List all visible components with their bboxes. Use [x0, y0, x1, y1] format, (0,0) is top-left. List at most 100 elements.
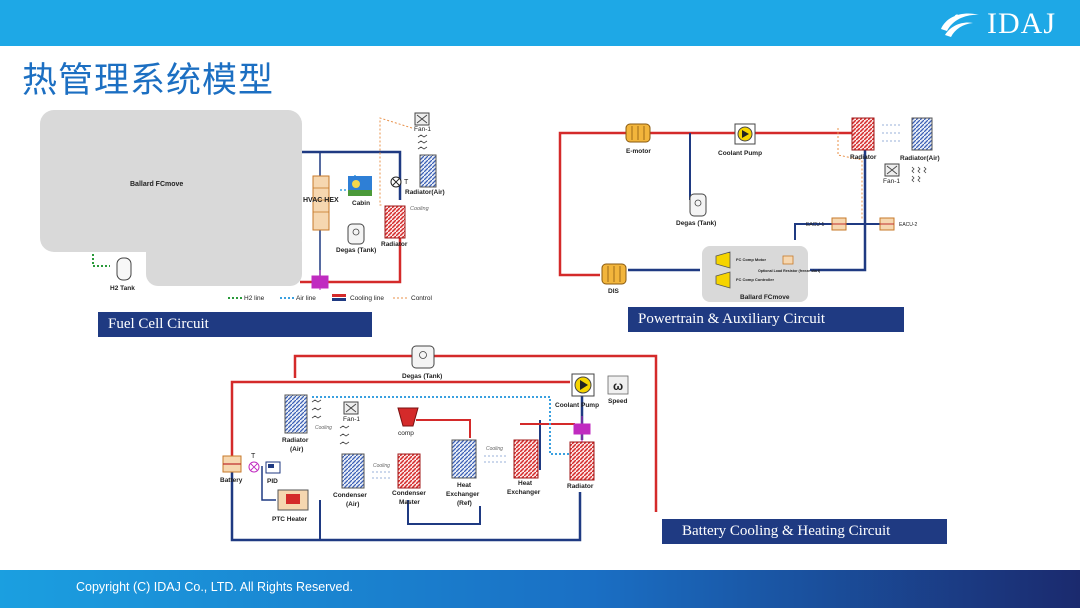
- powertrain-caption: Powertrain & Auxiliary Circuit: [628, 307, 904, 332]
- logo-text: IDAJ: [987, 7, 1056, 40]
- pt-fan-label: Fan-1: [883, 178, 900, 185]
- omega-label: ω: [613, 379, 623, 393]
- bt-hot-line-outer: [293, 354, 658, 512]
- bt-cooling-label-3: Cooling: [486, 446, 503, 452]
- legend-air: Air line: [296, 295, 316, 302]
- speed-label: Speed: [608, 398, 628, 405]
- eacu1-label: EACU-1: [806, 222, 825, 228]
- logo: IDAJ: [937, 6, 1056, 42]
- omega-icon: [607, 375, 629, 395]
- bt-cooling-label-2: Cooling: [373, 463, 390, 469]
- powertrain-circuit: E-motor Coolant Pump Radiator Radiator(A…: [558, 117, 940, 302]
- hx-shape: [513, 439, 539, 479]
- legend-h2: H2 line: [244, 295, 265, 302]
- bt-radiator-air-shape: [284, 394, 308, 434]
- legend-cooling: Cooling line: [350, 295, 384, 302]
- bt-junction-icon: [573, 416, 591, 442]
- fc-legend: H2 line Air line Cooling line Control: [228, 294, 433, 302]
- pid-label: PID: [267, 478, 278, 485]
- pt-pump-label: Coolant Pump: [718, 150, 762, 157]
- bt-degas-label: Degas (Tank): [402, 373, 442, 380]
- fc-cooling-label: Cooling: [410, 206, 430, 212]
- legend-control: Control: [411, 295, 433, 302]
- copyright-text: Copyright (C) IDAJ Co., LTD. All Rights …: [76, 580, 353, 594]
- hx-ref-label-2: Exchanger: [446, 491, 480, 498]
- fc-comp-controller-icon: [715, 271, 731, 289]
- bt-pump-label: Coolant Pump: [555, 402, 599, 409]
- condenser-air-label-2: (Air): [346, 501, 359, 508]
- fuel-cell-circuit: HVAC HEX Cabin Fan-1 Radiator(Air) Cooli…: [40, 110, 445, 302]
- fc-radiator-shape: [384, 205, 406, 239]
- cabin-label: Cabin: [352, 200, 370, 207]
- h2-tank-label: H2 Tank: [110, 285, 135, 292]
- fc-radiator-air-label: Radiator(Air): [405, 189, 445, 196]
- fc-radiator-air-shape: [419, 154, 437, 188]
- header-bar: IDAJ: [0, 0, 1080, 46]
- bt-fan-label: Fan-1: [343, 416, 360, 423]
- condenser-air-label-1: Condenser: [333, 492, 367, 499]
- bt-cold-line-bottom: [230, 472, 582, 542]
- comp-icon: [397, 407, 419, 427]
- fc-radiator-label: Radiator: [381, 241, 408, 248]
- bt-air-line: [312, 396, 570, 455]
- pt-stack-label: Ballard FCmove: [740, 294, 790, 301]
- condenser-master-shape: [397, 453, 421, 489]
- bt-radiator-air-label-2: (Air): [290, 446, 303, 453]
- pt-degas-label: Degas (Tank): [676, 220, 716, 227]
- fc-degas-label: Degas (Tank): [336, 247, 376, 254]
- condenser-air-shape: [341, 453, 365, 489]
- fc-comp-controller-label: FC Comp Controller: [736, 277, 774, 282]
- bt-cooling-label-1: Cooling: [315, 425, 332, 431]
- pt-radiator-air-label: Radiator(Air): [900, 155, 940, 162]
- ptc-heater-label: PTC Heater: [272, 516, 308, 523]
- fc-stack-main: [40, 110, 302, 252]
- condenser-master-label-1: Condenser: [392, 490, 426, 497]
- condenser-master-label-2: Master: [399, 499, 420, 506]
- pt-radiator-air-shape: [911, 117, 933, 151]
- fc-degas-shape: [347, 223, 365, 245]
- battery-caption: Battery Cooling & Heating Circuit: [662, 519, 947, 544]
- bt-radiator-air-label-1: Radiator: [282, 437, 309, 444]
- fc-hot-line-right: [300, 230, 402, 284]
- bt-refrigerant-loop-bottom: [407, 500, 481, 525]
- hx-label-2: Exchanger: [507, 489, 541, 496]
- pt-air-flow: [882, 124, 900, 142]
- bt-temp-sensor-label: T: [251, 453, 256, 460]
- fc-comp-motor-label: FC Comp Motor: [736, 257, 766, 262]
- load-resistor-label: Optional Load Resistor (freeze start): [758, 269, 821, 273]
- hvac-hex-shape: [312, 175, 330, 231]
- fc-comp-motor-icon: [715, 251, 731, 269]
- fc-temp-sensor-label: T: [404, 179, 409, 186]
- dis-label: DIS: [608, 288, 620, 295]
- idaj-swoosh-icon: [941, 13, 979, 37]
- fc-stack-lower: [146, 230, 302, 286]
- pt-cold-line-right: [810, 150, 867, 272]
- bt-radiator-shape: [569, 441, 595, 481]
- fc-stack-label: Ballard FCmove: [130, 181, 183, 188]
- pt-radiator-label: Radiator: [850, 154, 877, 161]
- load-resistor-icon: [782, 255, 794, 265]
- fc-junction-icon: [311, 270, 329, 290]
- fuel-cell-caption: Fuel Cell Circuit: [98, 312, 372, 337]
- pt-eacu-line: [794, 223, 880, 240]
- fc-control-line: [379, 117, 413, 206]
- bt-radiator-label: Radiator: [567, 483, 594, 490]
- pt-control-line: [837, 128, 863, 220]
- pt-hot-line-top: [558, 131, 626, 277]
- bt-degas-shape: [411, 345, 435, 369]
- hx-label-1: Heat: [518, 480, 533, 487]
- battery-label: Battery: [220, 477, 243, 484]
- page-title: 热管理系统模型: [22, 61, 275, 101]
- hvac-hex-label: HVAC HEX: [303, 197, 339, 204]
- fc-fan-label: Fan-1: [414, 126, 431, 133]
- pt-radiator-shape: [851, 117, 875, 151]
- fc-air-flow: [417, 134, 428, 150]
- footer-bar: Copyright (C) IDAJ Co., LTD. All Rights …: [0, 570, 1080, 608]
- hx-ref-label-1: Heat: [457, 482, 472, 489]
- hx-ref-label-3: (Ref): [457, 500, 472, 507]
- emotor-label: E-motor: [626, 148, 651, 155]
- fc-h2-line: [92, 250, 110, 267]
- hx-ref-shape: [451, 439, 477, 479]
- bt-ptc-line: [261, 466, 276, 501]
